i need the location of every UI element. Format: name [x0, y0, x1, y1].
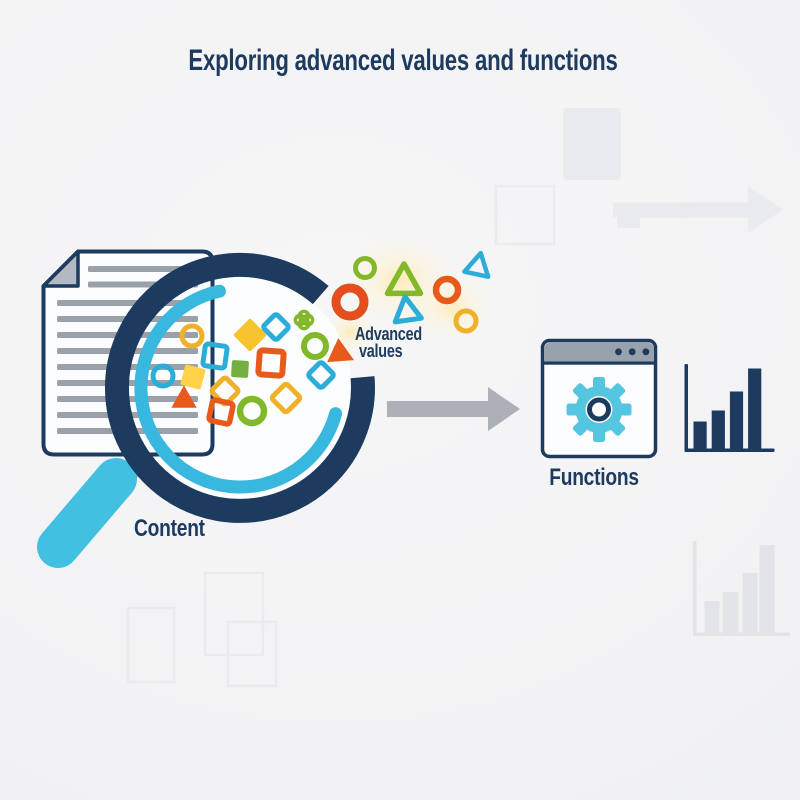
shape-yellow-glow-square	[180, 364, 206, 390]
magnifier-rim	[105, 252, 375, 523]
shape-green-square	[231, 360, 249, 378]
window-dot	[642, 348, 650, 356]
faint-document-outline	[226, 620, 278, 688]
bar-chart-bar-1	[693, 421, 707, 449]
shape-cyan-ring	[150, 363, 176, 389]
window-dot	[615, 348, 622, 356]
functions-window-icon	[540, 338, 658, 459]
bar-chart-bar-2	[711, 410, 725, 449]
shape-orange-ring-large	[331, 283, 369, 321]
lens-shapes	[150, 309, 336, 427]
page-title: Exploring advanced values and functions	[188, 44, 618, 77]
chart-axis-y	[684, 364, 688, 452]
shape-yellow-ring	[179, 323, 205, 349]
functions-label: Functions	[549, 464, 639, 491]
faint-bar	[704, 601, 720, 633]
content-label: Content	[134, 515, 205, 542]
faint-document-outline	[126, 606, 176, 684]
faint-square	[494, 184, 556, 246]
window-dot	[628, 348, 636, 356]
shape-orange-ring-medium	[432, 275, 462, 305]
shape-green-clover	[293, 309, 315, 331]
shape-green-ring-2	[236, 395, 268, 427]
shape-cyan-square	[200, 341, 230, 371]
shape-orange-square-small	[206, 397, 236, 427]
advanced-values-line1: Advanced	[355, 324, 422, 344]
shape-green-ring-fly	[353, 256, 377, 280]
advanced-values-line2: values	[359, 341, 403, 361]
chart-axis-x	[684, 448, 775, 452]
faint-document	[563, 108, 621, 180]
magnifier-handle	[37, 458, 137, 568]
shape-green-triangle-fly	[384, 261, 424, 297]
shape-orange-square	[255, 347, 287, 379]
magnifier-inner-arc	[134, 284, 343, 494]
shape-advanced-values-marker	[327, 338, 355, 363]
faint-bar	[759, 545, 775, 633]
titlebar-divider	[542, 361, 656, 365]
clover-petal	[297, 309, 311, 323]
gear-hub-ring	[587, 397, 611, 422]
faint-chart-axis-x	[693, 632, 790, 636]
titlebar-dots	[615, 348, 650, 356]
flying-shapes	[327, 250, 491, 363]
chart-bars	[693, 368, 762, 449]
shape-orange-triangle	[171, 385, 197, 408]
faint-bar	[742, 573, 758, 633]
faint-chart-axis-y	[693, 541, 697, 636]
shape-yellow-diamond-outline-2	[269, 381, 303, 415]
gear-icon	[566, 377, 632, 442]
background-watermarks	[126, 108, 790, 688]
shape-green-ring-1	[301, 332, 329, 360]
bar-chart-icon	[684, 364, 775, 452]
flow-arrow-icon	[387, 387, 520, 431]
document-text-line	[88, 266, 198, 272]
shape-yellow-diamond	[233, 318, 267, 352]
shape-cyan-triangle-fly	[392, 294, 424, 325]
faint-bar-chart-icon	[693, 541, 790, 636]
faint-bar	[722, 592, 739, 633]
faint-document-outline	[203, 571, 265, 657]
document-fold-corner	[41, 249, 80, 288]
bar-chart-bar-4	[748, 368, 762, 449]
shape-cyan-triangle-small	[462, 250, 491, 279]
shape-cyan-diamond-1	[261, 312, 291, 342]
bar-chart-bar-3	[729, 391, 744, 449]
faint-arrow-icon	[613, 186, 783, 233]
glow-spot	[412, 276, 492, 340]
shape-yellow-ring-fly	[453, 308, 479, 334]
browser-titlebar	[544, 342, 654, 362]
shape-cyan-diamond-2	[306, 360, 336, 390]
